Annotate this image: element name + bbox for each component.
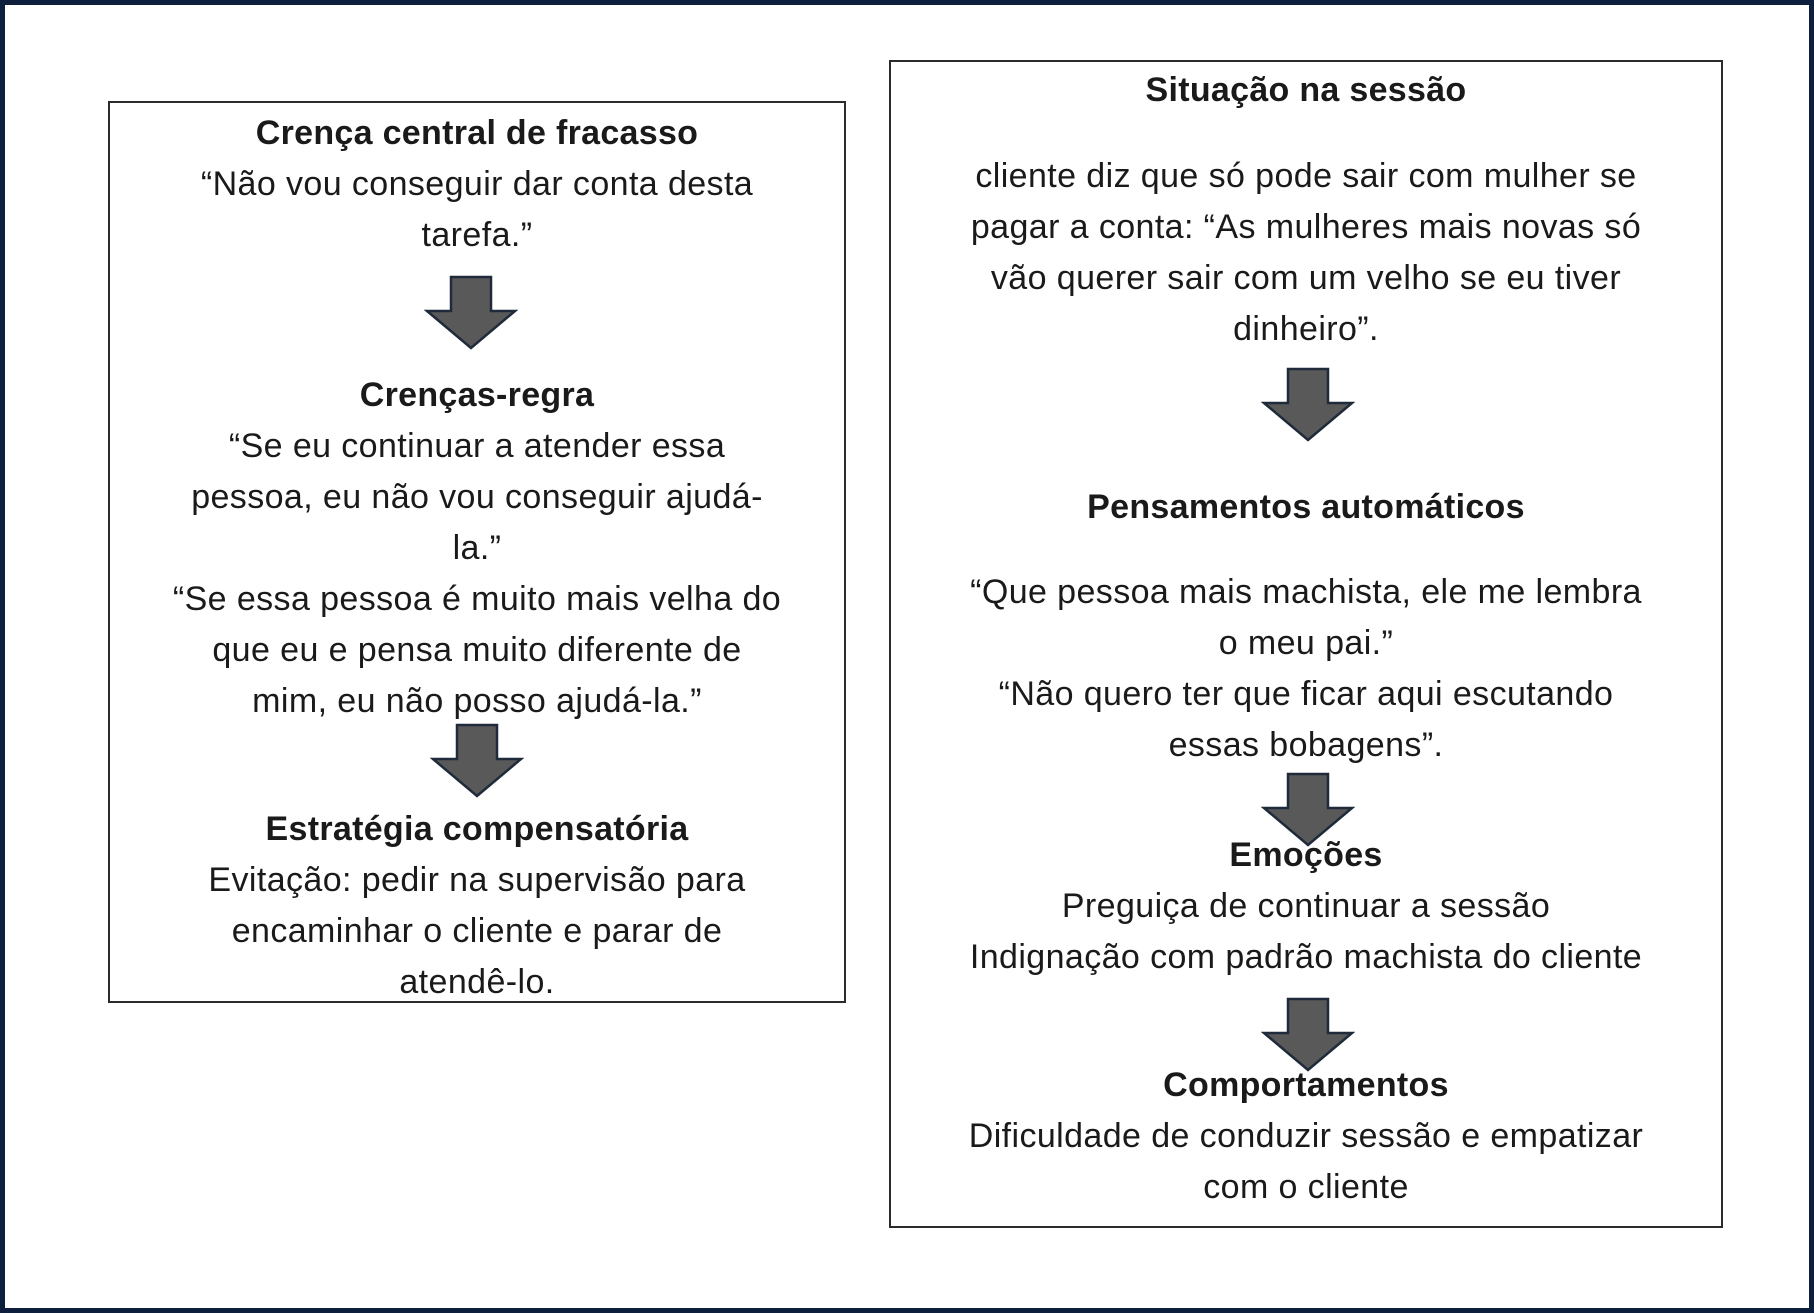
emotions-block: Emoções Preguiça de continuar a sessão I… (891, 829, 1721, 983)
rule-beliefs-line: mim, eu não posso ajudá-la.” (252, 682, 702, 720)
core-belief-block: Crença central de fracasso “Não vou cons… (110, 107, 844, 261)
situation-title: Situação na sessão (1145, 71, 1467, 109)
compensatory-strategy-line: atendê-lo. (399, 963, 555, 1001)
rule-beliefs-title: Crenças-regra (359, 376, 595, 414)
automatic-thoughts-line: essas bobagens”. (1168, 726, 1444, 764)
situation-line: vão querer sair com um velho se eu tiver (990, 259, 1622, 297)
situation-line: pagar a conta: “As mulheres mais novas s… (970, 208, 1642, 246)
down-arrow-icon (1261, 772, 1355, 848)
automatic-thoughts-heading: Pensamentos automáticos (891, 481, 1721, 533)
session-chain-box: Situação na sessão cliente diz que só po… (889, 60, 1723, 1228)
automatic-thoughts-title: Pensamentos automáticos (1087, 488, 1525, 526)
down-arrow-icon (1261, 997, 1355, 1073)
belief-chain-box: Crença central de fracasso “Não vou cons… (108, 101, 846, 1003)
compensatory-strategy-line: encaminhar o cliente e parar de (231, 912, 723, 950)
core-belief-line: tarefa.” (421, 216, 533, 254)
automatic-thoughts-line: “Não quero ter que ficar aqui escutando (998, 675, 1614, 713)
emotions-title: Emoções (1229, 836, 1383, 874)
automatic-thoughts-line: “Que pessoa mais machista, ele me lembra (970, 573, 1642, 611)
rule-beliefs-line: “Se essa pessoa é muito mais velha do (172, 580, 782, 618)
compensatory-strategy-line: Evitação: pedir na supervisão para (208, 861, 746, 899)
rule-beliefs-line: que eu e pensa muito diferente de (212, 631, 742, 669)
compensatory-strategy-block: Estratégia compensatória Evitação: pedir… (110, 803, 844, 1008)
core-belief-line: “Não vou conseguir dar conta desta (200, 165, 754, 203)
rule-beliefs-block: Crenças-regra “Se eu continuar a atender… (110, 369, 844, 727)
down-arrow-icon (1261, 367, 1355, 443)
down-arrow-icon (430, 723, 524, 799)
emotions-line: Preguiça de continuar a sessão (1061, 887, 1551, 925)
situation-heading: Situação na sessão (891, 64, 1721, 116)
behaviors-block: Comportamentos Dificuldade de conduzir s… (891, 1059, 1721, 1213)
rule-beliefs-line: pessoa, eu não vou conseguir ajudá- (191, 478, 763, 516)
behaviors-line: com o cliente (1203, 1168, 1409, 1206)
automatic-thoughts-block: “Que pessoa mais machista, ele me lembra… (891, 567, 1721, 771)
core-belief-title: Crença central de fracasso (255, 114, 699, 152)
behaviors-title: Comportamentos (1163, 1066, 1449, 1104)
rule-beliefs-line: la.” (452, 529, 502, 567)
rule-beliefs-line: “Se eu continuar a atender essa (228, 427, 726, 465)
situation-line: cliente diz que só pode sair com mulher … (975, 157, 1637, 195)
situation-line: dinheiro”. (1233, 310, 1379, 348)
emotions-line: Indignação com padrão machista do client… (969, 938, 1643, 976)
behaviors-line: Dificuldade de conduzir sessão e empatiz… (968, 1117, 1644, 1155)
automatic-thoughts-line: o meu pai.” (1218, 624, 1394, 662)
down-arrow-icon (424, 275, 518, 351)
situation-block: cliente diz que só pode sair com mulher … (891, 151, 1721, 355)
compensatory-strategy-title: Estratégia compensatória (265, 810, 689, 848)
